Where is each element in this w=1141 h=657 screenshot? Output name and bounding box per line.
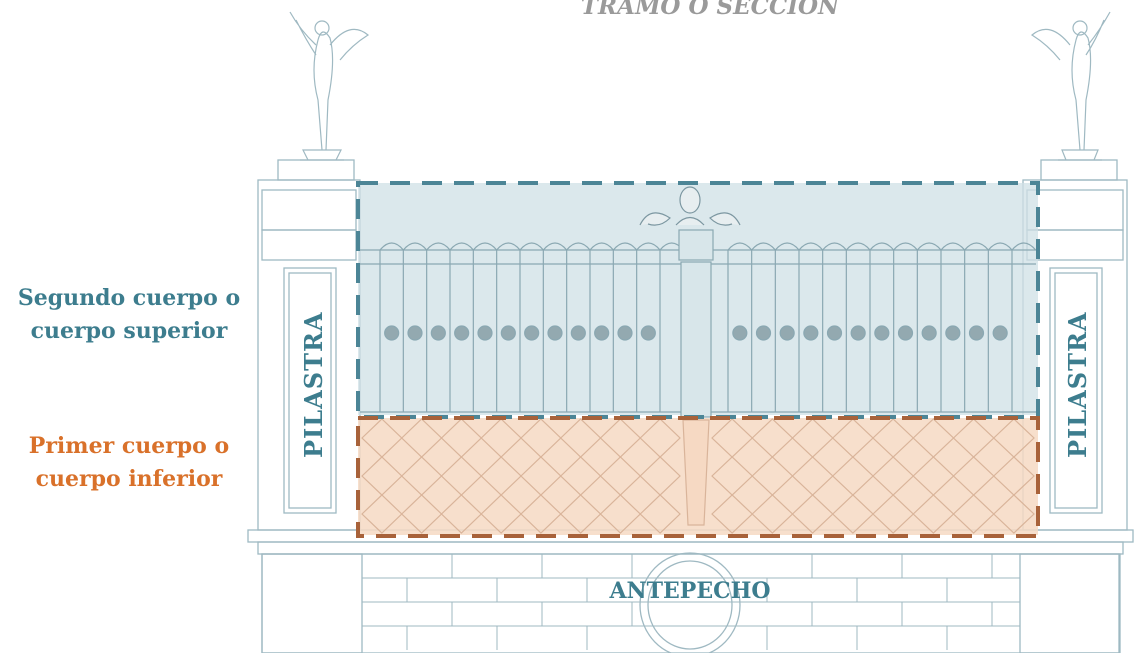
rosette-ornament	[500, 325, 516, 341]
parapet-bricks	[361, 553, 1020, 650]
rosette-ornament	[407, 325, 423, 341]
rosette-ornament	[732, 325, 748, 341]
rosette-ornament	[454, 325, 470, 341]
lower-body-outline	[356, 416, 1040, 538]
rosette-ornament	[945, 325, 961, 341]
hook-ornament	[379, 242, 404, 251]
hook-ornament	[1011, 242, 1037, 251]
lattice-diamond	[639, 456, 681, 496]
rosette-ornament	[524, 325, 540, 341]
pilaster-left-label: PILASTRA	[299, 311, 328, 459]
hook-ornament	[916, 242, 942, 251]
rosette-ornament	[968, 325, 985, 341]
angel-statue-icon	[1030, 11, 1111, 161]
hook-ornament	[727, 242, 753, 251]
bust-ornament-icon	[639, 186, 741, 226]
hook-ornament	[519, 242, 544, 251]
hook-ornament	[566, 242, 591, 251]
rosette-ornament	[779, 325, 795, 341]
pilaster-right-label: PILASTRA	[1063, 311, 1092, 459]
hook-ornament	[426, 242, 451, 251]
upper-body-label-line2: cuerpo superior	[30, 318, 228, 344]
rosette-ornament	[477, 325, 493, 341]
lattice-diamond	[639, 418, 681, 458]
hook-ornament	[987, 242, 1013, 251]
hook-ornament	[940, 242, 966, 251]
rosette-ornament	[755, 325, 772, 341]
hook-ornament	[893, 242, 918, 251]
hook-ornament	[472, 242, 498, 251]
lattice-diamond	[992, 418, 1035, 458]
rosette-ornament	[803, 325, 819, 341]
lattice-diamond	[992, 494, 1035, 534]
hook-ornament	[869, 242, 895, 251]
upper-body-label: Segundo cuerpo o cuerpo superior	[0, 282, 258, 348]
lattice-diamond	[639, 494, 681, 534]
hook-ornament	[751, 242, 776, 251]
rosette-ornament	[617, 325, 633, 341]
oval-medallion-icon	[639, 552, 741, 657]
rosette-ornament	[640, 325, 656, 341]
hook-ornament	[964, 242, 989, 251]
hook-ornament	[589, 242, 614, 251]
hook-ornament	[845, 242, 871, 251]
upper-body-label-line1: Segundo cuerpo o	[17, 285, 241, 311]
hook-ornament	[612, 242, 638, 251]
upper-railing	[360, 242, 1037, 413]
rosette-ornament	[992, 325, 1008, 341]
hook-ornament	[496, 242, 521, 251]
diagram-title: TRAMO O SECCIÓN	[580, 0, 840, 20]
rosette-ornament	[826, 325, 843, 341]
central-post	[678, 229, 714, 526]
hook-ornament	[449, 242, 474, 251]
lower-lattice	[361, 418, 1035, 534]
lattice-diamond	[992, 456, 1035, 496]
hook-ornament	[774, 242, 800, 251]
hook-ornament	[798, 242, 824, 251]
hook-ornament	[402, 242, 428, 251]
hook-ornament	[822, 242, 847, 251]
parapet-label: ANTEPECHO	[609, 578, 771, 604]
hook-ornament	[636, 242, 661, 251]
rosette-ornament	[594, 325, 610, 341]
rosette-ornament	[547, 325, 563, 341]
rosette-ornament	[850, 325, 866, 341]
parapet-base	[247, 159, 1134, 657]
hook-ornament	[542, 242, 568, 251]
rosette-ornament	[384, 325, 400, 341]
lower-body-label: Primer cuerpo o cuerpo inferior	[0, 430, 258, 496]
rosette-ornament	[874, 325, 890, 341]
rosette-ornament	[897, 325, 914, 341]
rosette-ornament	[570, 325, 586, 341]
lower-body-label-line2: cuerpo inferior	[35, 466, 223, 492]
rosette-ornament	[430, 325, 446, 341]
rosette-ornament	[921, 325, 937, 341]
angel-statue-icon	[289, 11, 370, 161]
lower-body-label-line1: Primer cuerpo o	[28, 433, 230, 459]
